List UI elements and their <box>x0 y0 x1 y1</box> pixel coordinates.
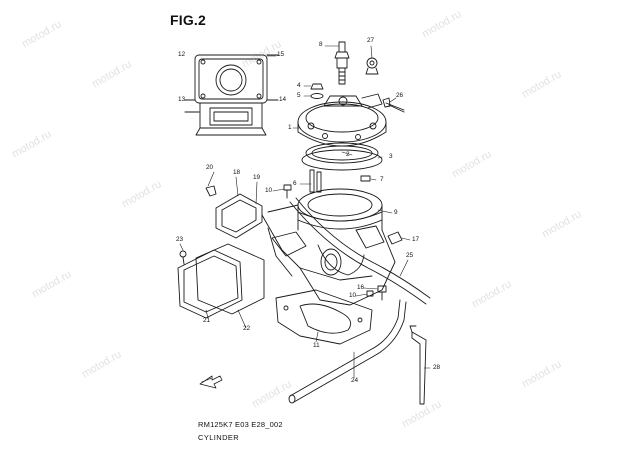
callout-18: 18 <box>233 169 241 176</box>
callout-5: 5 <box>297 92 301 99</box>
callout-20: 20 <box>206 164 214 171</box>
callout-25: 25 <box>406 252 414 259</box>
dowel-pin <box>360 175 371 182</box>
valve-cover <box>205 185 263 239</box>
screw-10b <box>366 290 374 297</box>
callout-16: 16 <box>357 284 365 291</box>
callout-21: 21 <box>203 317 211 324</box>
callout-22: 22 <box>243 325 251 332</box>
callout-14: 14 <box>279 96 287 103</box>
callout-3: 3 <box>389 153 393 160</box>
callout-13: 13 <box>178 96 186 103</box>
gasket-22 <box>195 243 265 315</box>
callout-2: 2 <box>346 151 350 158</box>
callout-17: 17 <box>412 236 420 243</box>
cable-tie <box>409 325 427 405</box>
nut-washer <box>310 83 324 99</box>
callout-27: 27 <box>367 37 375 44</box>
callout-1: 1 <box>288 124 292 131</box>
cover-plate-21 <box>177 249 243 319</box>
callout-28: 28 <box>433 364 441 371</box>
bolt-23 <box>179 250 187 265</box>
leader-lines <box>179 45 431 379</box>
callout-8: 8 <box>319 41 323 48</box>
callout-10: 10 <box>265 187 273 194</box>
bolt-26 <box>382 97 405 113</box>
bolt-16 <box>377 285 387 301</box>
cylinder-body <box>261 188 396 306</box>
callout-10: 10 <box>349 292 357 299</box>
breather-hose <box>289 197 431 305</box>
union-17 <box>387 231 403 245</box>
cylinder-head <box>297 93 387 147</box>
callout-15: 15 <box>277 51 285 58</box>
drain-hose <box>288 299 407 404</box>
callout-11: 11 <box>313 342 320 349</box>
screw-10a <box>283 184 292 199</box>
front-arrow-icon <box>199 375 223 389</box>
callout-6: 6 <box>293 180 297 187</box>
callout-24: 24 <box>351 377 359 384</box>
stud-bolts <box>309 169 322 193</box>
figure-caption: CYLINDER <box>198 433 240 442</box>
model-code: RM125K7 E03 E28_002 <box>198 420 283 429</box>
callout-12: 12 <box>178 51 186 58</box>
fitting-27 <box>365 57 379 75</box>
cylinder-inset <box>184 54 279 136</box>
callout-9: 9 <box>394 209 398 216</box>
spark-plug <box>334 41 350 85</box>
callout-23: 23 <box>176 236 184 243</box>
callout-19: 19 <box>253 174 261 181</box>
base-gasket <box>275 289 373 345</box>
figure-title: FIG.2 <box>170 12 207 28</box>
callout-4: 4 <box>297 82 301 89</box>
callout-26: 26 <box>396 92 404 99</box>
head-o-rings <box>301 142 383 171</box>
callout-7: 7 <box>380 176 384 183</box>
